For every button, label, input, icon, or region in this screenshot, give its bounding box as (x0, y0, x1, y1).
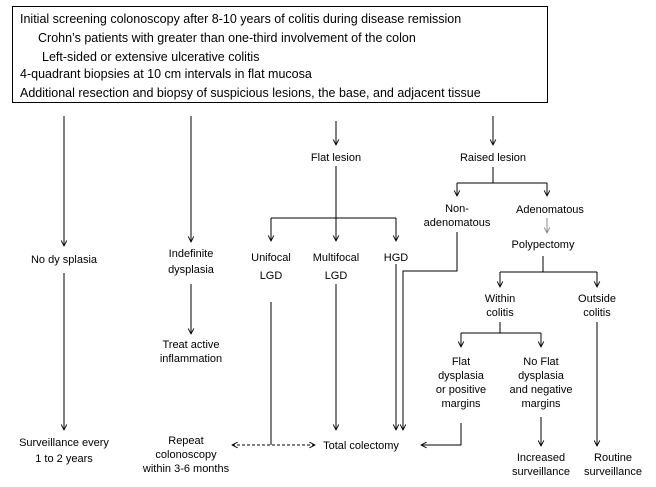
no-flat-dysplasia-line-3: and negative (509, 384, 573, 396)
unifocal-line-1: Unifocal (251, 252, 291, 264)
multifocal-line-2: LGD (324, 270, 348, 282)
non-adenomatous-line-2: adenomatous (423, 217, 491, 229)
flat-lesion-node: Flat lesion (310, 152, 362, 164)
multifocal-line-1: Multifocal (312, 252, 360, 264)
screening-line-3: Left-sided or extensive ulcerative colit… (42, 50, 260, 64)
outside-colitis-line-1: Outside (578, 293, 616, 305)
unifocal-line-2: LGD (259, 270, 283, 282)
repeat-line-2: colonoscopy (155, 449, 217, 461)
adenomatous-node: Adenomatous (516, 204, 584, 216)
flat-dysplasia-line-2: dysplasia (438, 370, 484, 382)
outside-colitis-line-2: colitis (583, 307, 611, 319)
repeat-line-3: within 3-6 months (142, 463, 230, 475)
non-adenomatous-to-colectomy (403, 232, 458, 430)
treat-line-1: Treat active (162, 339, 220, 351)
routine-surveillance-line-1: Routine (594, 452, 632, 464)
flat-dysplasia-line-4: margins (441, 398, 481, 410)
no-flat-dysplasia-line-4: margins (521, 398, 561, 410)
flat-dysplasia-line-1: Flat (451, 356, 471, 368)
indefinite-line-1: Indefinite (168, 248, 214, 260)
flat-dysplasia-to-colectomy (421, 423, 462, 445)
no-flat-dysplasia-line-2: dysplasia (518, 370, 564, 382)
screening-line-4: 4-quadrant biopsies at 10 cm intervals i… (20, 67, 312, 81)
hgd-node: HGD (383, 252, 409, 264)
screening-box: Initial screening colonoscopy after 8-10… (12, 6, 548, 103)
flat-dysplasia-line-3: or positive (435, 384, 487, 396)
non-adenomatous-line-1: Non- (445, 203, 469, 215)
routine-surveillance-line-2: surveillance (583, 466, 643, 478)
screening-line-1: Initial screening colonoscopy after 8-10… (20, 12, 462, 26)
polypectomy-node: Polypectomy (511, 239, 575, 251)
increased-surveillance-line-1: Increased (516, 452, 566, 464)
indefinite-line-2: dysplasia (168, 264, 214, 276)
no-flat-dysplasia-line-1: No Flat (523, 356, 559, 368)
within-colitis-line-1: Within (484, 293, 516, 305)
screening-line-2: Crohn’s patients with greater than one-t… (38, 31, 416, 45)
treat-line-2: inflammation (159, 353, 223, 365)
total-colectomy-node: Total colectomy (323, 440, 399, 452)
within-colitis-line-2: colitis (486, 307, 514, 319)
no-dysplasia-node: No dy splasia (30, 254, 98, 266)
repeat-line-1: Repeat (168, 435, 204, 447)
increased-surveillance-line-2: surveillance (511, 466, 571, 478)
raised-lesion-node: Raised lesion (459, 152, 527, 164)
surveillance-1-2-line-2: 1 to 2 years (35, 453, 93, 465)
surveillance-1-2-line-1: Surveillance every (19, 437, 109, 449)
screening-line-5: Additional resection and biopsy of suspi… (20, 86, 481, 100)
